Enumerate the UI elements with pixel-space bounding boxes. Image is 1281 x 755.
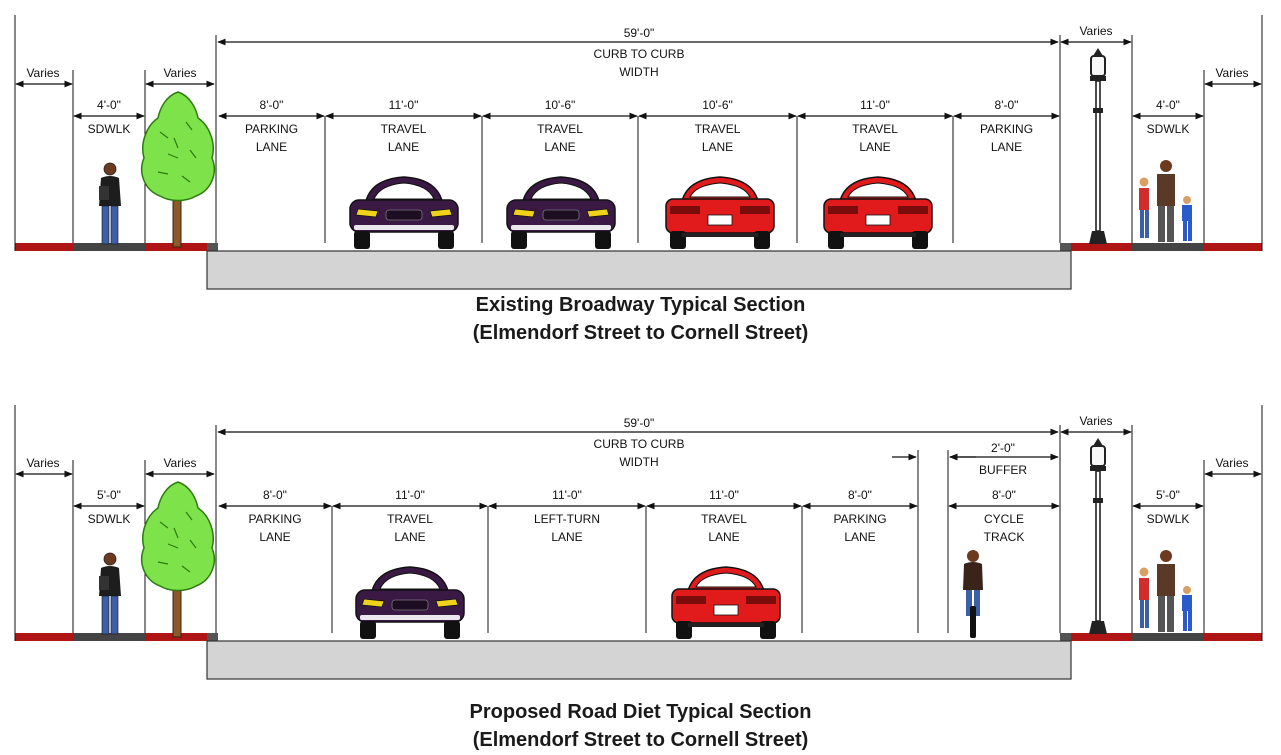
lane-dim: 10'-6" xyxy=(545,98,576,112)
right-sidewalk-label: SDWLK xyxy=(1147,512,1190,526)
red-car-icon xyxy=(823,176,933,250)
roadway-slab xyxy=(206,250,1072,290)
left-sidewalk-strip xyxy=(73,243,145,251)
lane-label-line2: TRACK xyxy=(984,530,1025,544)
cyclist-icon xyxy=(963,550,983,638)
lane-label-line2: LANE xyxy=(844,530,875,544)
width-label: WIDTH xyxy=(619,455,658,469)
lane-dim: 8'-0" xyxy=(848,488,872,502)
tree-varies-label: Varies xyxy=(163,456,196,470)
lane-dim: 11'-0" xyxy=(395,488,425,502)
lane-label-line2: LANE xyxy=(708,530,739,544)
family-pedestrians-icon xyxy=(1139,550,1192,632)
right-sidewalk-dim: 5'-0" xyxy=(1156,488,1180,502)
lane-label-line2: LANE xyxy=(702,140,733,154)
tree-varies-label: Varies xyxy=(163,66,196,80)
lane-label-line2: LANE xyxy=(859,140,890,154)
lane-label-line2: LANE xyxy=(394,530,425,544)
right-lamp-strip xyxy=(1070,633,1132,641)
lane-label-line1: TRAVEL xyxy=(852,122,898,136)
left-red-strip xyxy=(15,633,73,641)
left-sidewalk-strip xyxy=(73,633,145,641)
lane-dim: 11'-0" xyxy=(552,488,582,502)
dark-car-icon xyxy=(349,176,459,250)
tree-icon xyxy=(140,91,216,248)
lane-label-line1: TRAVEL xyxy=(537,122,583,136)
curb-to-curb-label: CURB TO CURB xyxy=(594,47,685,61)
right-lamp-strip xyxy=(1070,243,1132,251)
red-car-icon xyxy=(665,176,775,250)
pedestrian-icon xyxy=(98,162,122,245)
left-red-strip xyxy=(15,243,73,251)
dark-car-icon xyxy=(506,176,616,250)
lane-label-line1: PARKING xyxy=(980,122,1033,136)
lane-label-line1: TRAVEL xyxy=(701,512,747,526)
lane-label-line1: CYCLE xyxy=(984,512,1024,526)
right-red-strip xyxy=(1204,633,1262,641)
lane-label-line1: LEFT-TURN xyxy=(534,512,600,526)
lane-dim: 11'-0" xyxy=(389,98,419,112)
curb-to-curb-label: CURB TO CURB xyxy=(594,437,685,451)
right-sidewalk-strip xyxy=(1132,243,1204,251)
lamp-varies-label: Varies xyxy=(1079,24,1112,38)
pedestrian-icon xyxy=(98,552,122,635)
buffer-label: BUFFER xyxy=(979,463,1027,477)
lane-label-line1: TRAVEL xyxy=(695,122,741,136)
dark-car-icon xyxy=(355,566,465,640)
proposed-section-title: Proposed Road Diet Typical Section xyxy=(469,701,812,723)
proposed-caption: Proposed Road Diet Typical Section (Elme… xyxy=(0,698,1281,754)
left-sidewalk-dim: 5'-0" xyxy=(97,488,121,502)
left-sidewalk-dim: 4'-0" xyxy=(97,98,121,112)
buffer-dim: 2'-0" xyxy=(991,441,1015,455)
lane-label-line1: TRAVEL xyxy=(387,512,433,526)
family-pedestrians-icon xyxy=(1139,160,1192,242)
right-sidewalk-label: SDWLK xyxy=(1147,122,1190,136)
street-lamp-icon xyxy=(1088,437,1108,635)
total-dimension: 59'-0" xyxy=(624,26,655,40)
lane-dim: 11'-0" xyxy=(860,98,890,112)
right-red-strip xyxy=(1204,243,1262,251)
existing-section-title: Existing Broadway Typical Section xyxy=(475,294,806,316)
roadway-slab xyxy=(206,640,1072,680)
left-varies-label: Varies xyxy=(26,66,59,80)
lamp-varies-label: Varies xyxy=(1079,414,1112,428)
width-label: WIDTH xyxy=(619,65,658,79)
lane-dim: 8'-0" xyxy=(995,98,1019,112)
tree-icon xyxy=(140,481,216,638)
lane-label-line2: LANE xyxy=(991,140,1022,154)
lane-dim: 10'-6" xyxy=(702,98,733,112)
street-lamp-icon xyxy=(1088,47,1108,245)
lane-label-line2: LANE xyxy=(544,140,575,154)
existing-section-subtitle: (Elmendorf Street to Cornell Street) xyxy=(472,322,809,344)
left-varies-label: Varies xyxy=(26,456,59,470)
lane-label-line2: LANE xyxy=(256,140,287,154)
lane-dim: 11'-0" xyxy=(709,488,739,502)
left-sidewalk-label: SDWLK xyxy=(88,512,131,526)
left-sidewalk-label: SDWLK xyxy=(88,122,131,136)
lane-label-line1: PARKING xyxy=(245,122,298,136)
lane-label-line1: PARKING xyxy=(248,512,301,526)
lane-dim: 8'-0" xyxy=(992,488,1016,502)
lane-dim: 8'-0" xyxy=(260,98,284,112)
lane-dim: 8'-0" xyxy=(263,488,287,502)
right-varies-label: Varies xyxy=(1215,66,1248,80)
right-varies-label: Varies xyxy=(1215,456,1248,470)
total-dimension: 59'-0" xyxy=(624,416,655,430)
proposed-section-subtitle: (Elmendorf Street to Cornell Street) xyxy=(472,729,809,751)
existing-caption: Existing Broadway Typical Section (Elmen… xyxy=(0,291,1281,347)
lane-label-line1: PARKING xyxy=(833,512,886,526)
lane-label-line1: TRAVEL xyxy=(381,122,427,136)
lane-label-line2: LANE xyxy=(388,140,419,154)
right-sidewalk-strip xyxy=(1132,633,1204,641)
right-sidewalk-dim: 4'-0" xyxy=(1156,98,1180,112)
red-car-icon xyxy=(671,566,781,640)
lane-label-line2: LANE xyxy=(259,530,290,544)
lane-label-line2: LANE xyxy=(551,530,582,544)
